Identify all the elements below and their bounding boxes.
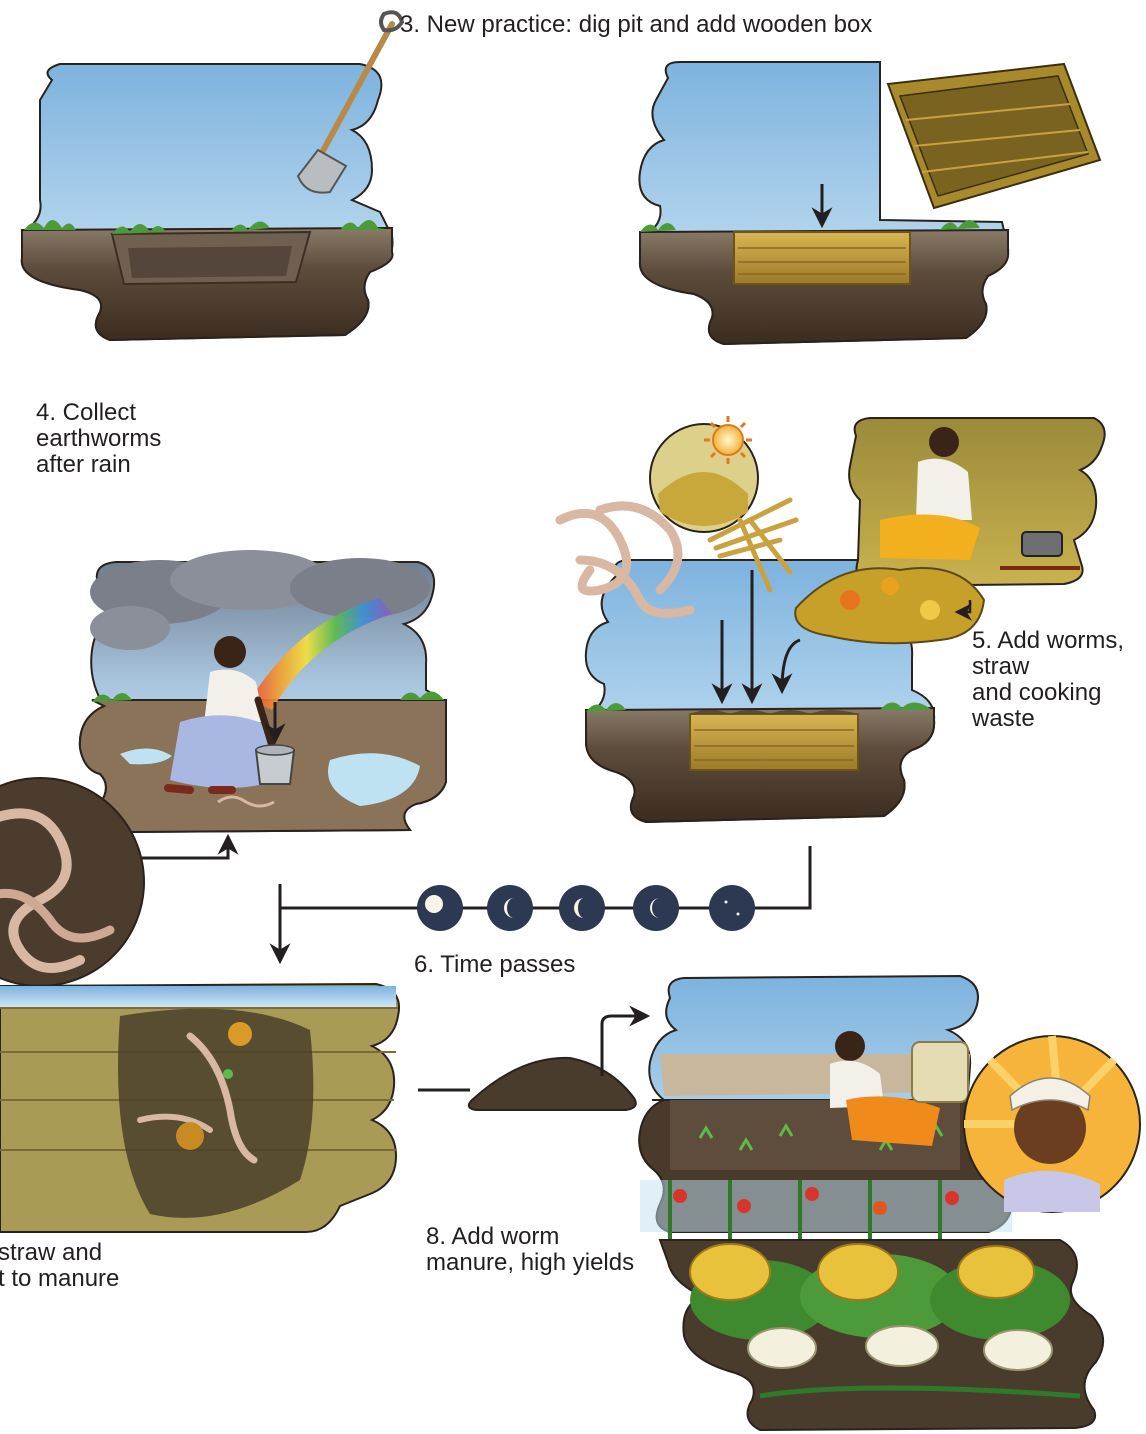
panel-high-yields	[639, 976, 1140, 1430]
bucket-icon	[256, 745, 294, 784]
panel-wooden-box	[639, 62, 1100, 344]
pumpkin-icon	[690, 1244, 1034, 1300]
caption-step-4: 4. Collect earthworms after rain	[36, 400, 161, 478]
cauliflower-icon	[748, 1326, 1052, 1370]
moon-phase-icon	[487, 885, 533, 931]
moon-phase-icon	[709, 885, 755, 931]
panel-dig-pit	[22, 12, 402, 340]
caption-step-5: 5. Add worms, straw and cooking waste	[972, 628, 1124, 732]
wooden-box-icon	[888, 64, 1100, 208]
moon-phase-icon	[417, 885, 463, 931]
panel-decomposition	[0, 984, 399, 1232]
moon-phase-icon	[633, 885, 679, 931]
moon-phase-icon	[559, 885, 605, 931]
panel-collect-earthworms	[80, 550, 446, 832]
caption-step-7: straw and t to manure	[0, 1240, 119, 1292]
manure-heap-icon	[469, 1058, 636, 1110]
caption-step-6: 6. Time passes	[414, 952, 575, 978]
moon-phases	[280, 846, 810, 960]
caption-step-3: 3. New practice: dig pit and add wooden …	[400, 12, 872, 38]
farmer-portrait-icon	[964, 1036, 1140, 1212]
caption-step-8: 8. Add worm manure, high yields	[426, 1224, 634, 1276]
cooking-scene	[795, 418, 1104, 643]
cooking-pot-icon	[1022, 532, 1062, 556]
